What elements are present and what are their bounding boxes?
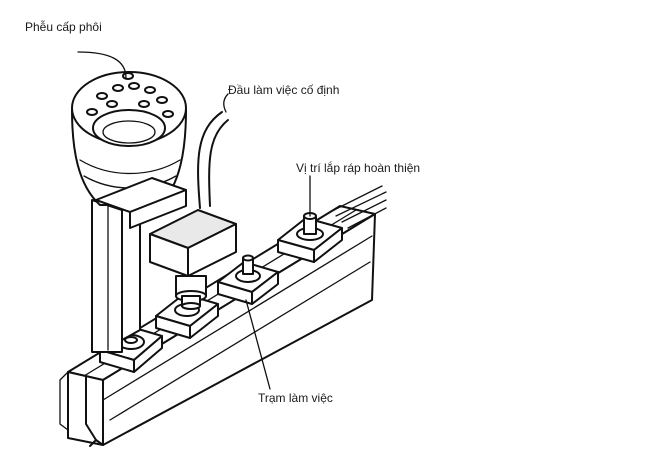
label-feeder-hopper: Phễu cấp phôi	[25, 20, 102, 34]
pallet-station-3	[217, 254, 279, 305]
feeder-hopper	[71, 71, 187, 206]
label-finished-assembly-position: Vị trí lắp ráp hoàn thiện	[296, 161, 421, 175]
guide-rods	[329, 185, 387, 229]
fixed-working-head	[149, 209, 237, 310]
label-work-station: Trạm làm việc	[258, 391, 333, 405]
feed-arm	[95, 111, 229, 229]
pallet-finished	[277, 212, 343, 263]
label-fixed-working-head: Đầu làm việc cố định	[228, 83, 340, 97]
hopper-parts	[86, 72, 174, 118]
pallet-station-2	[155, 293, 219, 339]
leader-lines	[77, 51, 311, 390]
